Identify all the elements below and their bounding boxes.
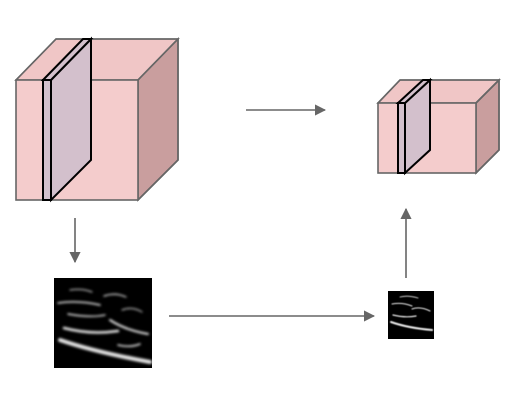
input-slice-plane [40,36,94,203]
output-slice-image [388,291,434,339]
output-slice-plane [395,77,433,176]
ultrasound-slice-image-small [390,295,433,331]
ultrasound-slice-image [57,288,152,364]
input-slice-image [54,278,152,368]
output-volume-cube [376,77,501,176]
flow-arrows [69,104,412,322]
input-volume-cube [14,36,180,203]
